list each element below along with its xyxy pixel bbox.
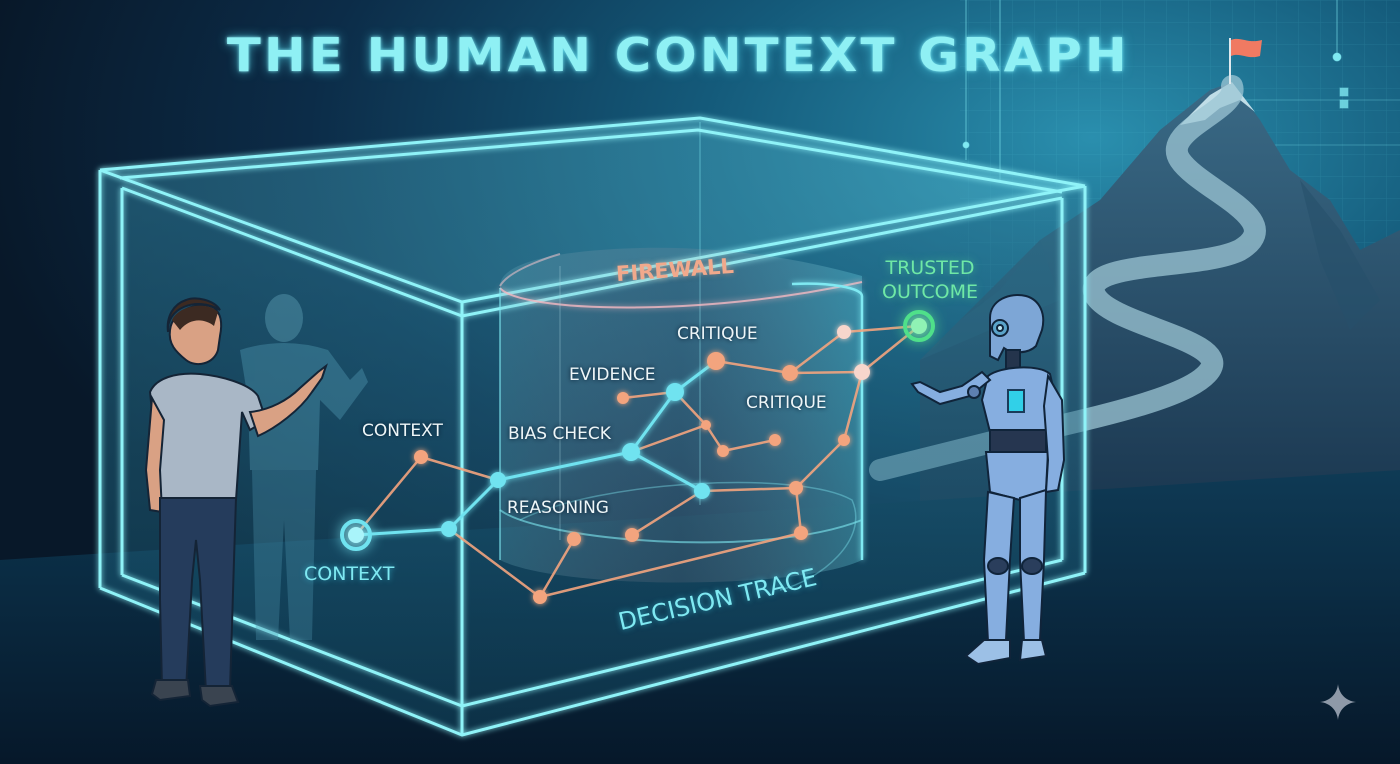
trusted-outcome-line1: TRUSTED bbox=[885, 257, 975, 279]
graph-node-orange bbox=[717, 445, 729, 457]
graph-node-cyan bbox=[490, 472, 506, 488]
circuit-lines bbox=[962, 0, 1400, 180]
summit-flag bbox=[1229, 38, 1262, 84]
trusted-outcome-line2: OUTCOME bbox=[882, 281, 978, 303]
critique-top-label: CRITIQUE bbox=[677, 324, 758, 344]
trusted-outcome-label: TRUSTED OUTCOME bbox=[868, 256, 992, 304]
graph-node-cyan bbox=[694, 483, 710, 499]
graph-node-orange bbox=[533, 590, 547, 604]
reasoning-label: REASONING bbox=[507, 498, 609, 518]
graph-node-orange bbox=[701, 420, 711, 430]
trusted-outcome-node bbox=[903, 310, 935, 342]
graph-node-orange bbox=[567, 532, 581, 546]
context-start-label: CONTEXT bbox=[304, 563, 395, 585]
graph-node-orange bbox=[625, 528, 639, 542]
decision-graph-nodes bbox=[340, 310, 935, 604]
graph-node-orange bbox=[414, 450, 428, 464]
page-title: THE HUMAN CONTEXT GRAPH bbox=[226, 28, 1130, 82]
robot-figure bbox=[910, 294, 1066, 666]
firewall-cylinder bbox=[499, 247, 864, 591]
graph-node-cyan bbox=[666, 383, 684, 401]
human-figure bbox=[144, 297, 328, 708]
graph-node-orange bbox=[769, 434, 781, 446]
graph-node-orange bbox=[707, 352, 725, 370]
graph-node-orange bbox=[782, 365, 798, 381]
graph-node-pale bbox=[854, 364, 870, 380]
evidence-label: EVIDENCE bbox=[569, 365, 656, 385]
graph-node-cyan bbox=[441, 521, 457, 537]
sparkle-icon bbox=[1320, 684, 1356, 720]
graph-node-orange bbox=[617, 392, 629, 404]
bias-check-label: BIAS CHECK bbox=[508, 424, 611, 444]
graph-node-orange bbox=[794, 526, 808, 540]
graph-node-pale bbox=[837, 325, 851, 339]
critique-right-label: CRITIQUE bbox=[746, 393, 827, 413]
human-reflection bbox=[240, 294, 368, 640]
context-start-node bbox=[340, 519, 372, 551]
graph-node-orange bbox=[838, 434, 850, 446]
context-upper-label: CONTEXT bbox=[362, 421, 443, 441]
graph-node-orange bbox=[789, 481, 803, 495]
graph-node-cyan bbox=[622, 443, 640, 461]
